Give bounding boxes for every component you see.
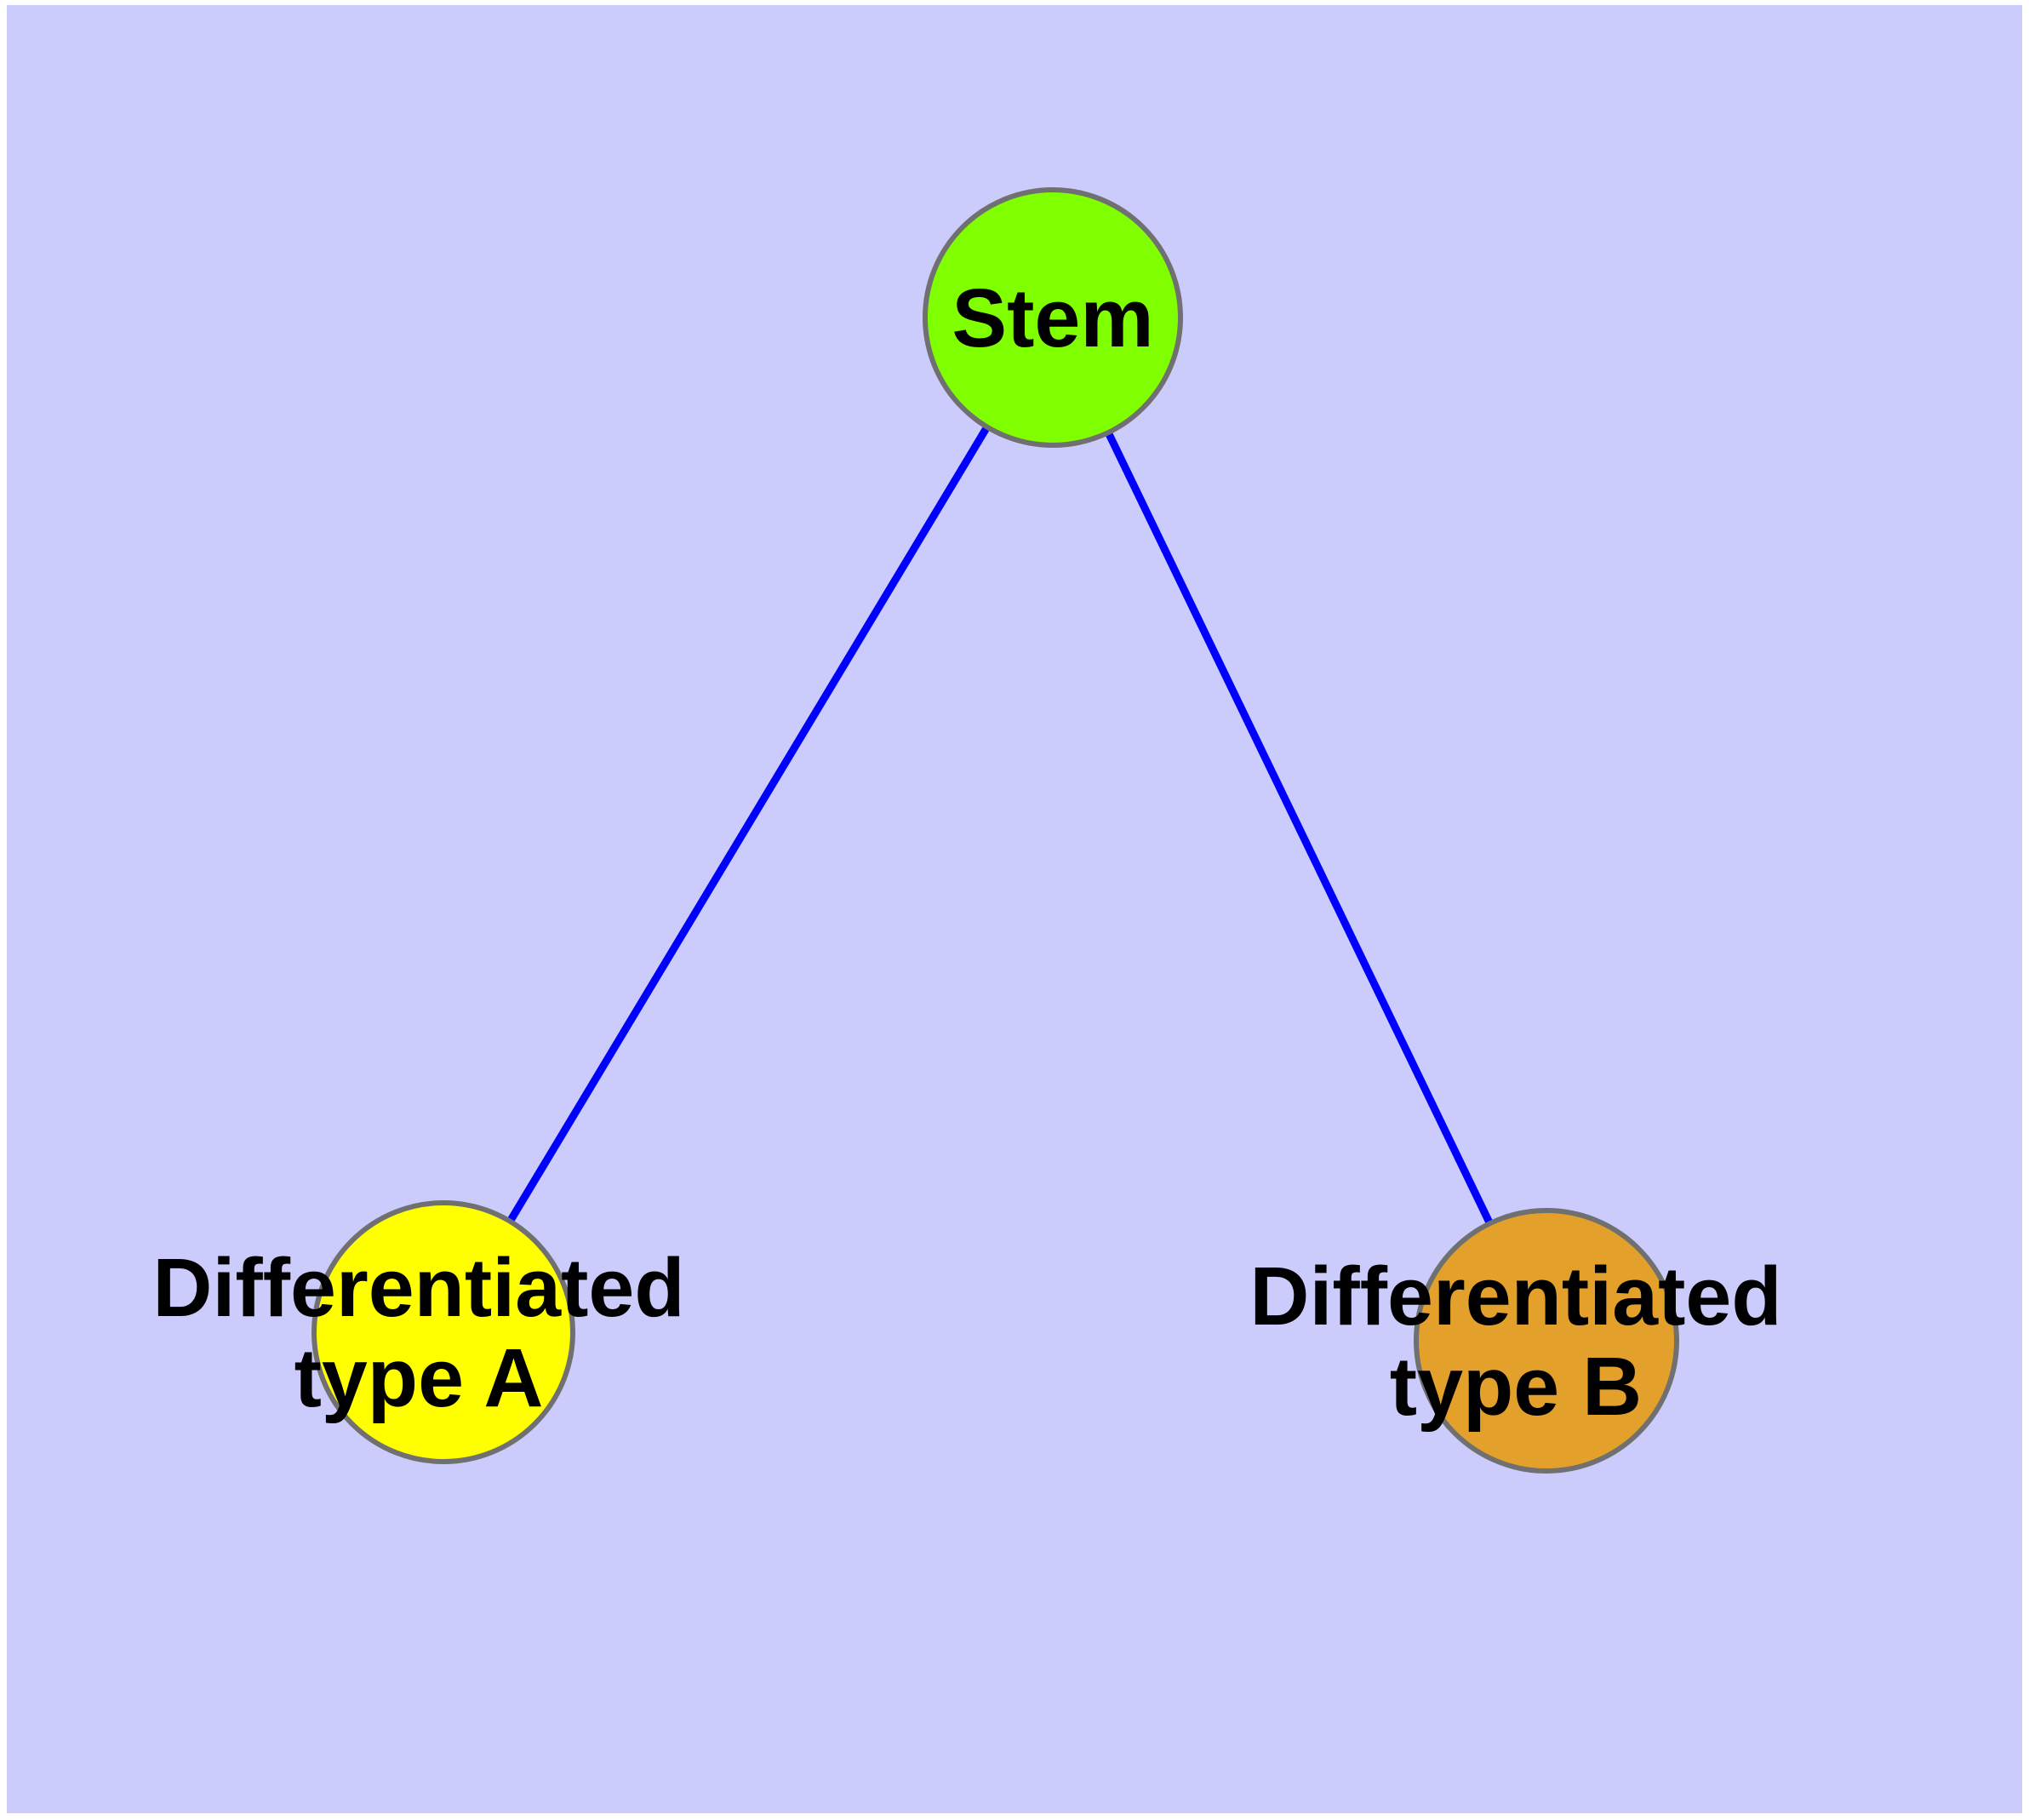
- node-diff-a[interactable]: [311, 1200, 575, 1464]
- edge-stem-to-diff-b[interactable]: [1049, 316, 1551, 1342]
- edge-layer: [440, 315, 1551, 1342]
- node-layer: [311, 187, 1679, 1474]
- label-layer: Stem Differentiated type A Differentiate…: [152, 272, 1781, 1433]
- node-diff-b-circle[interactable]: [1414, 1208, 1679, 1474]
- node-diff-a-label-line-2: type A: [294, 1331, 544, 1424]
- node-stem-label-line-1: Stem: [952, 272, 1153, 364]
- node-stem-circle[interactable]: [923, 187, 1183, 448]
- node-diff-a-label-line-1: Differentiated: [152, 1241, 684, 1334]
- node-diff-b-label-line-2: type B: [1390, 1340, 1642, 1433]
- edge-stem-to-diff-a[interactable]: [440, 315, 1056, 1335]
- node-diff-b[interactable]: [1414, 1208, 1679, 1474]
- node-diff-b-label-line-1: Differentiated: [1249, 1250, 1781, 1342]
- node-diff-a-circle[interactable]: [311, 1200, 575, 1464]
- node-stem[interactable]: [923, 187, 1183, 448]
